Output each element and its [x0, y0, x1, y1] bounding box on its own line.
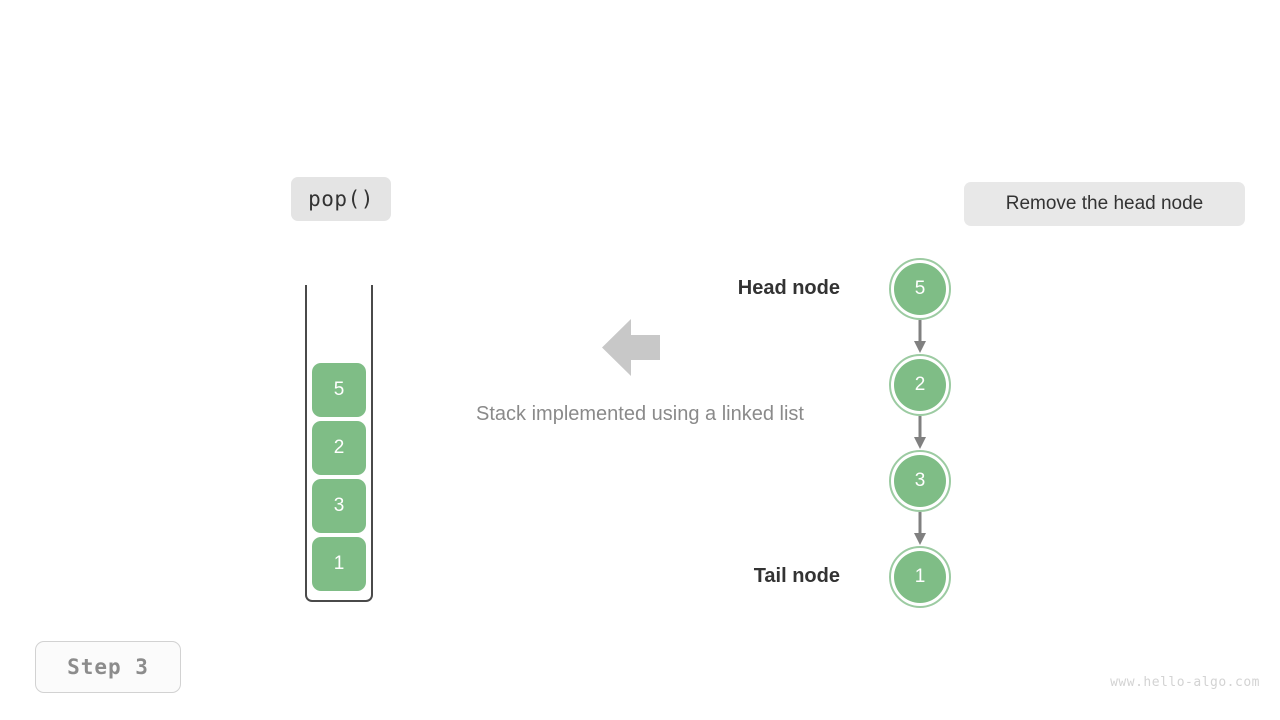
stack-cell: 5: [312, 363, 366, 417]
linked-list-node-value: 2: [914, 374, 926, 395]
stack-cell-value: 3: [333, 495, 345, 516]
stack-container: [305, 285, 373, 602]
diagram-caption: Stack implemented using a linked list: [0, 403, 1280, 426]
linked-list-node: 5: [889, 258, 951, 320]
diagram-caption-text: Stack implemented using a linked list: [476, 403, 804, 425]
linked-list-node: 3: [889, 450, 951, 512]
linked-list-node: 1: [889, 546, 951, 608]
watermark: www.hello-algo.com: [1110, 675, 1260, 690]
stack-cell-value: 2: [333, 437, 345, 458]
operation-label: pop(): [291, 177, 391, 221]
arrow-left-icon: [602, 319, 660, 376]
action-note-label: Remove the head node: [964, 182, 1245, 226]
tail-node-label: Tail node: [700, 565, 840, 588]
head-node-label-text: Head node: [737, 277, 840, 299]
linked-list-node-inner: 1: [894, 551, 946, 603]
linked-list-link-arrow-icon: [913, 512, 927, 546]
step-badge: Step 3: [35, 641, 181, 693]
linked-list-link-arrow-icon: [913, 416, 927, 450]
linked-list-link-arrow-icon: [913, 320, 927, 354]
linked-list-node-value: 1: [914, 566, 926, 587]
linked-list-node: 2: [889, 354, 951, 416]
linked-list: 5 2 3: [889, 258, 951, 608]
stack-cell: 1: [312, 537, 366, 591]
linked-list-node-inner: 5: [894, 263, 946, 315]
head-node-label: Head node: [700, 277, 840, 300]
stack-cell: 3: [312, 479, 366, 533]
step-badge-text: Step 3: [67, 655, 149, 679]
tail-node-label-text: Tail node: [753, 565, 840, 587]
linked-list-node-value: 3: [914, 470, 926, 491]
watermark-text: www.hello-algo.com: [1110, 675, 1260, 690]
linked-list-node-inner: 2: [894, 359, 946, 411]
stack-cell-value: 1: [333, 553, 345, 574]
stack-cell-list: 5 2 3 1: [312, 363, 366, 591]
linked-list-node-value: 5: [914, 278, 926, 299]
stack-cell: 2: [312, 421, 366, 475]
linked-list-node-inner: 3: [894, 455, 946, 507]
stack-cell-value: 5: [333, 379, 345, 400]
